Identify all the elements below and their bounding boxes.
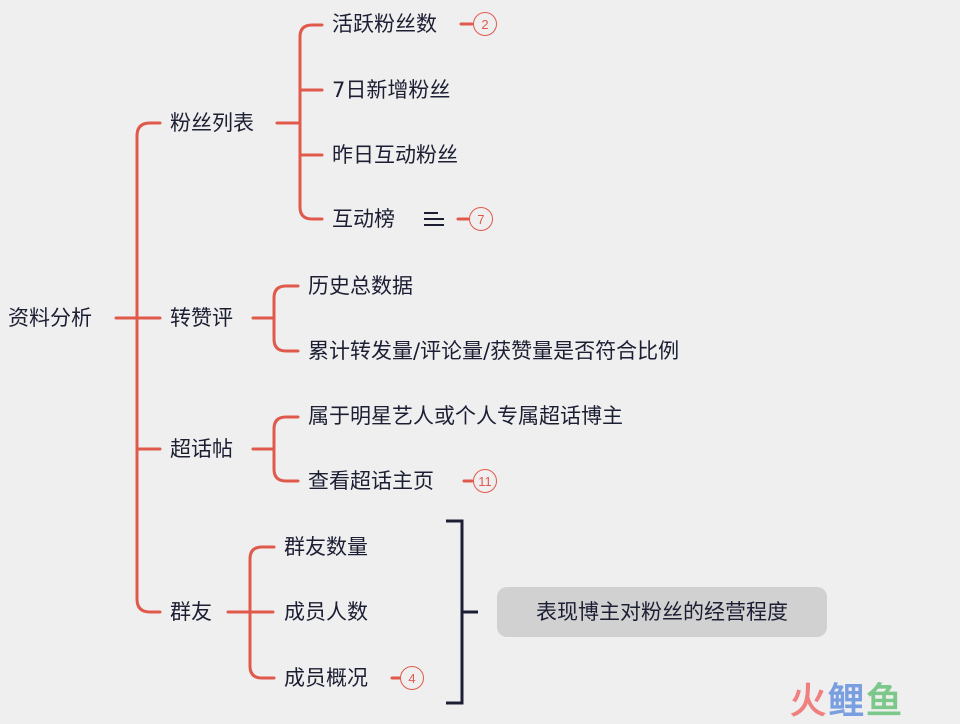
- branch-node-engagement[interactable]: 转赞评: [170, 306, 233, 330]
- connector-b2-bracket: [272, 284, 300, 353]
- leaf-node[interactable]: 查看超话主页: [308, 469, 434, 493]
- connector-trunk: [135, 121, 162, 614]
- watermark-part: 鱼: [866, 681, 905, 722]
- leaf-node[interactable]: 累计转发量/评论量/获赞量是否符合比例: [308, 339, 680, 363]
- leaf-node[interactable]: 属于明星艺人或个人专属超话博主: [308, 404, 623, 428]
- badge-count[interactable]: 4: [400, 666, 424, 690]
- connector-b3-bracket: [272, 415, 300, 483]
- branch-node-super-topic[interactable]: 超话帖: [170, 437, 233, 461]
- leaf-node[interactable]: 7日新增粉丝: [332, 78, 451, 102]
- leaf-node[interactable]: 活跃粉丝数: [332, 12, 437, 36]
- leaf-node[interactable]: 群友数量: [284, 535, 368, 559]
- badge-count[interactable]: 11: [473, 469, 497, 493]
- root-node[interactable]: 资料分析: [8, 306, 92, 330]
- leaf-node[interactable]: 昨日互动粉丝: [332, 143, 458, 167]
- summary-node[interactable]: 表现博主对粉丝的经营程度: [497, 587, 827, 637]
- branch-node-fans-list[interactable]: 粉丝列表: [170, 111, 254, 135]
- branch-node-group-members[interactable]: 群友: [170, 600, 212, 624]
- leaf-node[interactable]: 互动榜: [332, 207, 395, 231]
- connector-b1-bracket: [298, 23, 324, 221]
- watermark-part: 火: [790, 681, 829, 722]
- leaf-node[interactable]: 成员人数: [284, 600, 368, 624]
- leaf-node[interactable]: 成员概况: [284, 666, 368, 690]
- badge-count[interactable]: 2: [473, 12, 497, 36]
- badge-count[interactable]: 7: [469, 207, 493, 231]
- connector-b4-bracket: [248, 545, 276, 680]
- leaf-node[interactable]: 历史总数据: [308, 274, 413, 298]
- watermark-logo: 火鲤鱼: [790, 672, 904, 724]
- notes-icon[interactable]: [424, 211, 444, 227]
- watermark-part: 鲤: [828, 681, 867, 722]
- summary-bracket: [446, 519, 464, 705]
